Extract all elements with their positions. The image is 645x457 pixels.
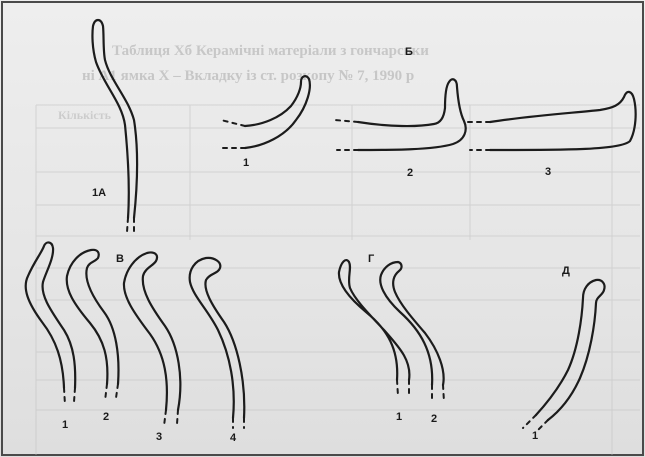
label-d1: 1 bbox=[532, 430, 538, 442]
label-b1: 1 bbox=[243, 157, 249, 169]
label-g2: 2 bbox=[431, 413, 437, 425]
label-v1: 1 bbox=[62, 419, 68, 431]
label-v4: 4 bbox=[230, 432, 237, 444]
bleed-through-column-header: Кількість bbox=[58, 108, 112, 122]
bleed-through-subheading: ні А1 ямка X – Вкладку із ст. розкопу № … bbox=[82, 68, 414, 84]
group-label-g: Г bbox=[368, 253, 375, 265]
rim-profile-b2: 2 bbox=[335, 79, 466, 179]
group-label-b: Б bbox=[405, 46, 413, 58]
bleed-through-heading: Таблиця Хб Керамічні матеріали з гончарс… bbox=[112, 43, 429, 59]
rim-profile-g2: 2 bbox=[380, 262, 444, 425]
group-label-d: Д bbox=[562, 265, 570, 277]
rim-profile-v4: 4 bbox=[190, 258, 245, 444]
label-g1: 1 bbox=[396, 411, 402, 423]
label-b2: 2 bbox=[407, 167, 413, 179]
label-b3: 3 bbox=[545, 166, 551, 178]
label-v2: 2 bbox=[103, 411, 109, 423]
rim-profile-g1: 1 bbox=[339, 260, 409, 423]
rim-profile-b1: 1 bbox=[221, 76, 310, 169]
rim-profile-v3: 3 bbox=[124, 252, 180, 443]
group-label-v: В bbox=[116, 253, 124, 265]
label-v3: 3 bbox=[156, 431, 162, 443]
label-1a: 1А bbox=[92, 187, 106, 199]
rim-profile-d1: 1 bbox=[523, 280, 605, 442]
